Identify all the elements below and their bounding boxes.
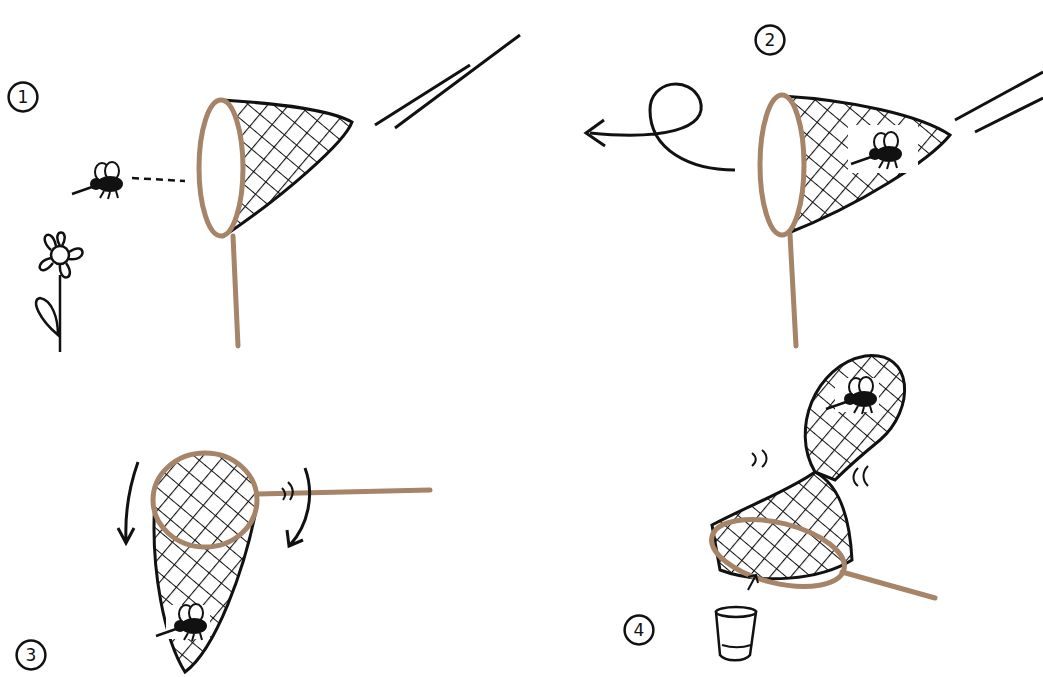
net-hoop: [199, 100, 243, 236]
fly: [826, 377, 877, 414]
net-hoop: [153, 453, 257, 547]
net-hoop: [760, 95, 804, 235]
callout-number: 1: [18, 89, 29, 106]
motion-lines: [955, 72, 1043, 132]
net-bag-upper: [805, 356, 904, 480]
panel-two: [586, 72, 1043, 346]
panel-three: [118, 453, 430, 672]
callout-number: 4: [634, 622, 645, 639]
panel-four: [705, 356, 935, 661]
flower: [36, 233, 82, 353]
twist-marks: [752, 450, 868, 486]
flight-path: [132, 178, 185, 181]
fly: [72, 162, 123, 199]
panel-one: [36, 35, 520, 352]
rotate-arrow: [118, 462, 138, 543]
callout-number: 3: [26, 647, 37, 664]
motion-lines: [375, 35, 520, 128]
net-bag: [782, 96, 950, 234]
net-handle: [842, 572, 935, 598]
callout-circle: 4: [624, 615, 654, 645]
fly: [851, 132, 902, 169]
net-handle: [790, 234, 796, 346]
cup-liquid: [722, 645, 751, 647]
small-arrow: [748, 575, 758, 590]
fly-backdrop: [848, 125, 918, 173]
net-hoop: [705, 507, 851, 598]
callout-circle: 2: [755, 25, 785, 55]
cup-rim: [716, 607, 756, 617]
callout-number: 2: [765, 32, 776, 49]
cup: [716, 612, 756, 660]
rotate-arrow: [287, 468, 310, 546]
loop-arrow: [590, 84, 735, 170]
fly: [156, 604, 207, 641]
motion-marks: [282, 482, 293, 500]
arrow-head: [586, 120, 605, 146]
net-handle: [233, 236, 238, 346]
callout-circle: 1: [8, 82, 38, 112]
callout-circle: 3: [16, 640, 46, 670]
